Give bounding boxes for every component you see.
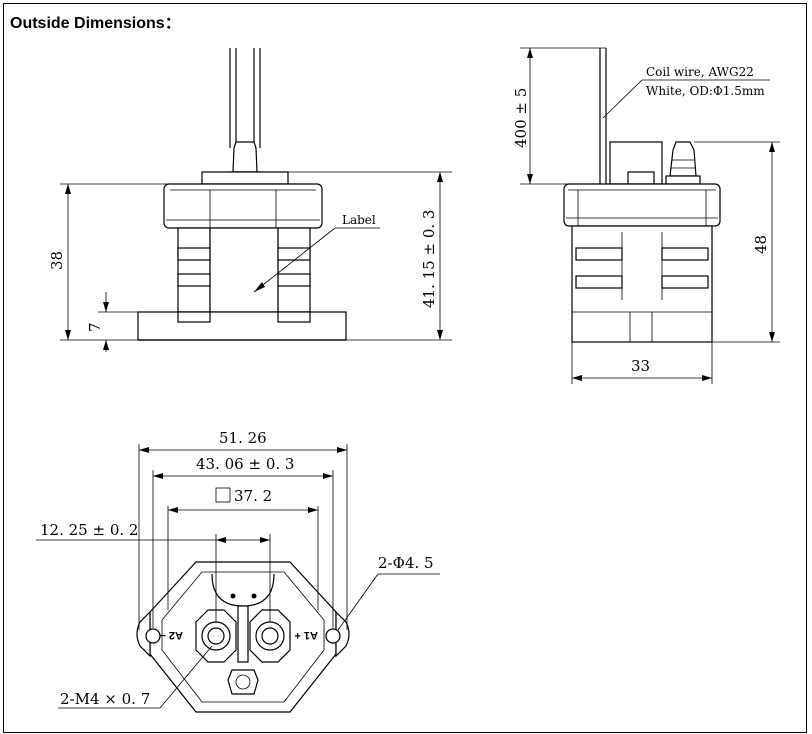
mount-hole-left: [145, 628, 161, 644]
dim-51-26: 51. 26: [219, 429, 267, 447]
hole-note: 2-Φ4. 5: [378, 554, 434, 572]
dim-43-06: 43. 06 ± 0. 3: [196, 455, 294, 473]
side-view: 400 ± 5 Coil wire, AWG22 White, OD:Φ1.5m…: [512, 47, 780, 384]
terminal-a2-label: A2 −: [159, 629, 183, 641]
dim-38: 38: [48, 251, 66, 270]
thread-note: 2-M4 × 0. 7: [60, 690, 150, 708]
front-view: Label 38 7 41. 15 ± 0. 3: [48, 48, 452, 352]
page-title: Outside Dimensions：: [10, 15, 181, 32]
dim-48: 48: [752, 235, 770, 254]
bottom-view: A2 − A1 + 51. 26 43. 06 ± 0. 3 37. 2 12.…: [36, 429, 440, 713]
dim-400: 400 ± 5: [512, 88, 530, 148]
label-note: Label: [342, 213, 376, 227]
terminal-a1-label: A1 +: [294, 629, 318, 641]
dim-7: 7: [86, 322, 104, 332]
dim-33: 33: [631, 357, 650, 375]
dim-37-2: 37. 2: [234, 487, 272, 505]
dim-12-25: 12. 25 ± 0. 2: [40, 521, 138, 539]
drawing-frame: [3, 3, 807, 733]
coil-wire-note: Coil wire, AWG22: [646, 65, 754, 79]
dim-41-15: 41. 15 ± 0. 3: [420, 210, 438, 308]
coil-wire-spec: White, OD:Φ1.5mm: [646, 84, 765, 98]
mount-hole-right: [325, 628, 341, 644]
